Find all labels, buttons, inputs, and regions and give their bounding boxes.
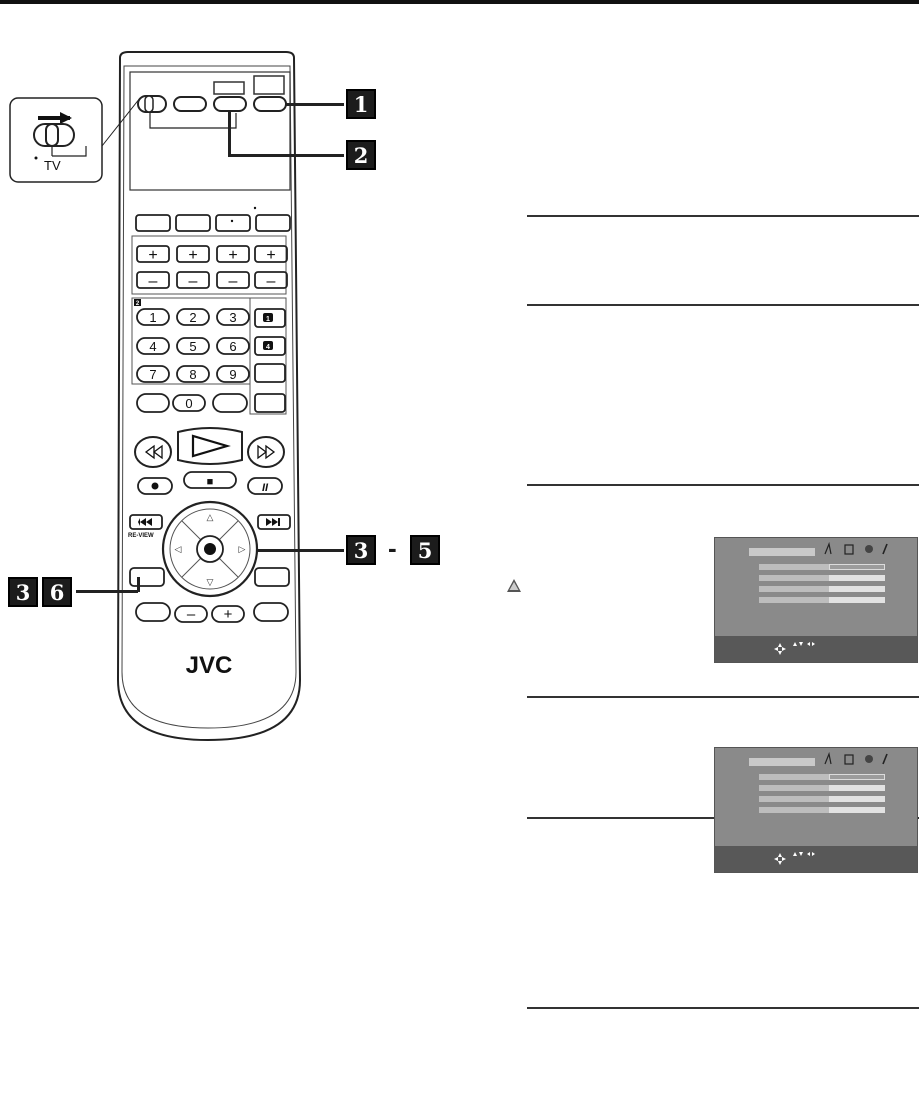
badge-4: 4 (266, 344, 270, 351)
pause-icon[interactable]: II (262, 482, 269, 494)
number-key-7[interactable]: 7 (149, 367, 156, 382)
fast-forward-icon[interactable] (247, 436, 285, 468)
review-label: RE-VIEW (128, 533, 154, 539)
minus-key-4[interactable]: – (267, 273, 276, 290)
section-divider-1 (527, 215, 919, 217)
callout-line-1 (286, 103, 344, 106)
top-rule (0, 0, 919, 4)
osd-row (759, 785, 885, 791)
menu-button[interactable] (129, 567, 165, 587)
svg-text:▽: ▽ (207, 577, 214, 587)
stop-icon[interactable]: ■ (207, 476, 214, 488)
number-key-3[interactable]: 3 (229, 310, 236, 325)
osd-navigation-icon (774, 853, 786, 865)
osd-screen-1 (714, 537, 918, 663)
skip-back-icon[interactable] (138, 518, 152, 526)
play-icon[interactable] (191, 434, 231, 458)
section-divider-3 (527, 484, 919, 486)
number-key-4[interactable]: 4 (149, 339, 156, 354)
number-key-2[interactable]: 2 (189, 310, 196, 325)
callout-line-2-h (228, 154, 344, 157)
mode-switch[interactable] (137, 95, 167, 113)
step-marker-6: 6 (42, 577, 72, 607)
section-divider-4 (527, 696, 919, 698)
osd-row (759, 597, 885, 603)
osd-row (759, 774, 885, 780)
section-divider-2 (527, 304, 919, 306)
osd-row (759, 796, 885, 802)
top-panel (129, 71, 291, 191)
minus-key-3[interactable]: – (229, 273, 238, 290)
switch-inset-label: TV (44, 158, 61, 173)
volume-down-key[interactable]: – (187, 606, 196, 623)
step-marker-3a: 3 (346, 535, 376, 565)
number-key-6[interactable]: 6 (229, 339, 236, 354)
osd-tab-icons (824, 542, 888, 555)
osd-tab (749, 758, 815, 766)
number-key-9[interactable]: 9 (229, 367, 236, 382)
osd-arrow-keys-icon (793, 852, 815, 856)
skip-forward-icon[interactable] (266, 518, 280, 526)
callout-line-3-6-v (137, 577, 140, 592)
step-marker-5: 5 (410, 535, 440, 565)
minus-key-2[interactable]: – (189, 273, 198, 290)
section-divider-6 (527, 1007, 919, 1009)
osd-navigation-icon (774, 643, 786, 655)
svg-text:◁: ◁ (175, 544, 182, 554)
step-marker-2: 2 (346, 140, 376, 170)
osd-footer (715, 636, 917, 662)
number-key-1[interactable]: 1 (149, 310, 156, 325)
step-marker-3b: 3 (8, 577, 38, 607)
plus-key-4[interactable]: + (266, 247, 275, 264)
badge-1: 1 (266, 316, 270, 323)
step-marker-1: 1 (346, 89, 376, 119)
top-button-a[interactable] (173, 96, 207, 112)
rewind-icon[interactable] (134, 436, 172, 468)
step-range-dash: - (388, 533, 397, 563)
callout-line-3-6-h (76, 590, 138, 593)
warning-triangle-icon (507, 579, 521, 592)
plus-key-2[interactable]: + (188, 247, 197, 264)
number-key-5[interactable]: 5 (189, 339, 196, 354)
volume-up-key[interactable]: + (224, 606, 233, 623)
callout-line-3-5 (257, 549, 344, 552)
osd-row (759, 586, 885, 592)
record-icon[interactable] (151, 482, 159, 490)
callout-line-2-v (228, 111, 231, 155)
osd-tab-icons (824, 752, 888, 765)
osd-screen-2 (714, 747, 918, 873)
plus-key-3[interactable]: + (228, 247, 237, 264)
brand-logo: JVC (186, 652, 233, 679)
osd-row (759, 575, 885, 581)
minus-key-1[interactable]: – (149, 273, 158, 290)
osd-arrow-keys-icon (793, 642, 815, 646)
osd-row (759, 807, 885, 813)
osd-tab (749, 548, 815, 556)
svg-text:▷: ▷ (239, 544, 246, 554)
badge-2: 2 (136, 301, 140, 307)
svg-text:△: △ (207, 512, 214, 522)
osd-footer (715, 846, 917, 872)
osd-row (759, 564, 885, 570)
number-key-0[interactable]: 0 (185, 396, 192, 411)
number-key-8[interactable]: 8 (189, 367, 196, 382)
plus-key-1[interactable]: + (148, 247, 157, 264)
